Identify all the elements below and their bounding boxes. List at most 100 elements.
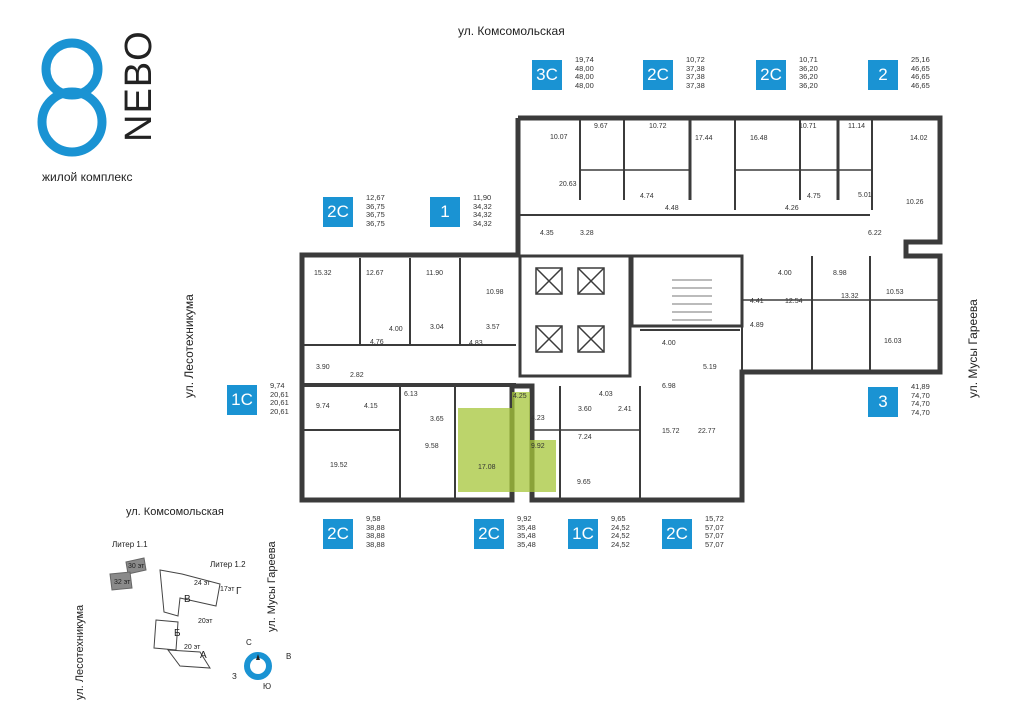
room-area: 3.28 (580, 230, 594, 237)
compass-south: Ю (263, 682, 272, 691)
room-area: 11.90 (426, 270, 443, 277)
room-area: 10.53 (886, 289, 904, 296)
site-liter-1: Литер 1.1 (112, 540, 148, 549)
highlighted-apartment (455, 392, 556, 492)
site-section-label: Б (174, 628, 181, 639)
room-area: 9.58 (425, 443, 439, 450)
compass-icon (244, 652, 272, 680)
apartment-badge-7[interactable]: 1С (227, 385, 257, 415)
room-area: 12.67 (366, 270, 384, 277)
room-area: 17.08 (478, 464, 496, 471)
room-area: 4.75 (807, 193, 821, 200)
room-area: 6.98 (662, 383, 676, 390)
room-area: 3.04 (430, 324, 444, 331)
room-area: 4.76 (370, 339, 384, 346)
room-area: 11.14 (848, 123, 865, 130)
site-floor-label: 20 эт (184, 644, 201, 651)
room-area: 13.32 (841, 293, 859, 300)
room-area: 4.00 (389, 326, 403, 333)
room-area: 3.65 (430, 416, 444, 423)
apartment-badge-12[interactable]: 2С (662, 519, 692, 549)
apartment-badge-3[interactable]: 2С (756, 60, 786, 90)
apartment-badge-4[interactable]: 2 (868, 60, 898, 90)
room-area: 4.00 (778, 270, 792, 277)
room-area: 4.23 (531, 415, 545, 422)
logo (36, 26, 156, 176)
room-area: 4.26 (785, 205, 799, 212)
room-area: 4.41 (750, 298, 764, 305)
room-area: 4.89 (750, 322, 764, 329)
site-floor-label: 24 эт (194, 580, 211, 587)
apartment-badge-6[interactable]: 1 (430, 197, 460, 227)
apartment-badge-10[interactable]: 2С (474, 519, 504, 549)
logo-subtitle: жилой комплекс (42, 170, 133, 184)
room-area: 4.83 (469, 340, 483, 347)
room-area: 4.03 (599, 391, 613, 398)
site-floor-label: 20эт (198, 618, 213, 625)
room-area: 8.98 (833, 270, 847, 277)
room-area: 5.19 (703, 364, 717, 371)
room-area: 6.13 (404, 391, 418, 398)
room-area: 2.82 (350, 372, 364, 379)
site-section-label: А (200, 650, 207, 661)
room-area: 4.15 (364, 403, 378, 410)
room-area: 15.72 (662, 428, 680, 435)
room-area: 9.92 (531, 443, 545, 450)
room-area: 10.71 (799, 123, 817, 130)
compass-west: З (232, 672, 237, 681)
room-area: 10.07 (550, 134, 568, 141)
site-floor-label: 17эт (220, 586, 235, 593)
room-area: 2.41 (618, 406, 632, 413)
site-section-label: В (184, 594, 191, 605)
room-area: 3.90 (316, 364, 330, 371)
room-area: 4.00 (662, 340, 676, 347)
apartment-badge-5[interactable]: 2С (323, 197, 353, 227)
compass-east: В (286, 652, 292, 661)
apartment-badge-2[interactable]: 2С (643, 60, 673, 90)
site-plan: ул. Комсомольская ул. Лесотехникума ул. … (60, 500, 300, 710)
room-area: 20.63 (559, 181, 577, 188)
room-area: 4.74 (640, 193, 654, 200)
room-area: 4.48 (665, 205, 679, 212)
room-area: 10.72 (649, 123, 667, 130)
room-area: 14.02 (910, 135, 928, 142)
apartment-badge-1[interactable]: 3С (532, 60, 562, 90)
room-area: 9.65 (577, 479, 591, 486)
room-area: 6.22 (868, 230, 882, 237)
site-floor-label: 30 эт (128, 563, 145, 570)
room-area: 17.44 (695, 135, 713, 142)
room-area: 3.60 (578, 406, 592, 413)
site-liter-2: Литер 1.2 (210, 560, 246, 569)
room-area: 9.74 (316, 403, 330, 410)
room-area: 7.24 (578, 434, 592, 441)
room-area: 16.48 (750, 135, 768, 142)
street-top: ул. Комсомольская (458, 24, 565, 38)
room-area: 10.98 (486, 289, 504, 296)
apartment-badge-9[interactable]: 2С (323, 519, 353, 549)
apartment-badge-8[interactable]: 3 (868, 387, 898, 417)
room-area: 3.57 (486, 324, 500, 331)
site-buildings (109, 557, 221, 669)
room-area: 9.67 (594, 123, 608, 130)
room-area: 4.25 (513, 393, 527, 400)
room-area: 10.26 (906, 199, 924, 206)
room-area: 4.35 (540, 230, 554, 237)
room-area: 15.32 (314, 270, 332, 277)
apartment-badge-11[interactable]: 1С (568, 519, 598, 549)
room-area: 22.77 (698, 428, 716, 435)
room-area: 12.54 (785, 298, 803, 305)
compass-north: С (246, 638, 252, 647)
logo-eight-icon (37, 38, 107, 157)
